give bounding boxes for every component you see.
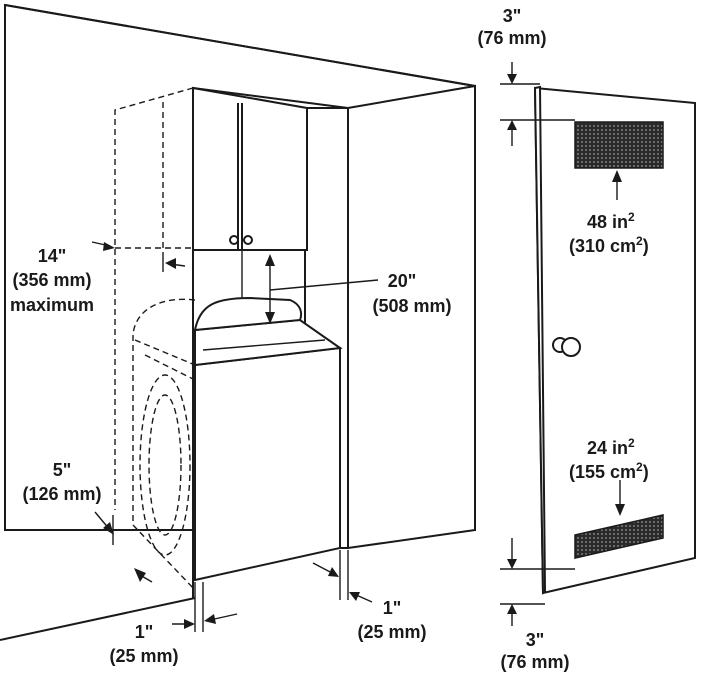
washer	[132, 296, 343, 591]
bottom-vent-area-inches: 24 in2	[587, 436, 635, 458]
bottom-vent-grille	[574, 514, 664, 559]
rear-gap-inches: 5"	[53, 460, 72, 480]
top-vent-grille	[574, 121, 664, 169]
side-gap-right-mm: (25 mm)	[357, 622, 426, 642]
door-knob-icon	[552, 337, 581, 357]
top-spacing-inches: 3"	[503, 6, 522, 26]
cabinet-depth-mm: (356 mm)	[12, 270, 91, 290]
recess-outline	[114, 87, 194, 510]
cabinet-depth-inches: 14"	[38, 246, 67, 266]
top-vent-area-inches: 48 in2	[587, 210, 635, 232]
dimension-lines	[91, 62, 625, 632]
top-spacing-mm: (76 mm)	[477, 28, 546, 48]
side-gap-right-inches: 1"	[383, 598, 402, 618]
cabinet-clearance-inches: 20"	[388, 271, 417, 291]
cabinet-clearance-mm: (508 mm)	[372, 296, 451, 316]
cabinet-knob-right-icon	[243, 235, 253, 245]
side-gap-left-mm: (25 mm)	[109, 646, 178, 666]
alcove-frame	[192, 88, 243, 598]
closet-door	[533, 85, 696, 595]
top-vent-area-cm: (310 cm2)	[569, 234, 649, 256]
cabinet-depth-note: maximum	[10, 295, 94, 315]
bottom-vent-area-cm: (155 cm2)	[569, 460, 649, 482]
rear-gap-mm: (126 mm)	[22, 484, 101, 504]
cabinet-knob-left-icon	[229, 235, 239, 245]
dimension-labels: 3" (76 mm) 48 in2 (310 cm2) 24 in2 (155 …	[10, 6, 649, 672]
side-gap-left-inches: 1"	[135, 622, 154, 642]
bottom-spacing-mm: (76 mm)	[500, 652, 569, 672]
bottom-spacing-inches: 3"	[526, 630, 545, 650]
